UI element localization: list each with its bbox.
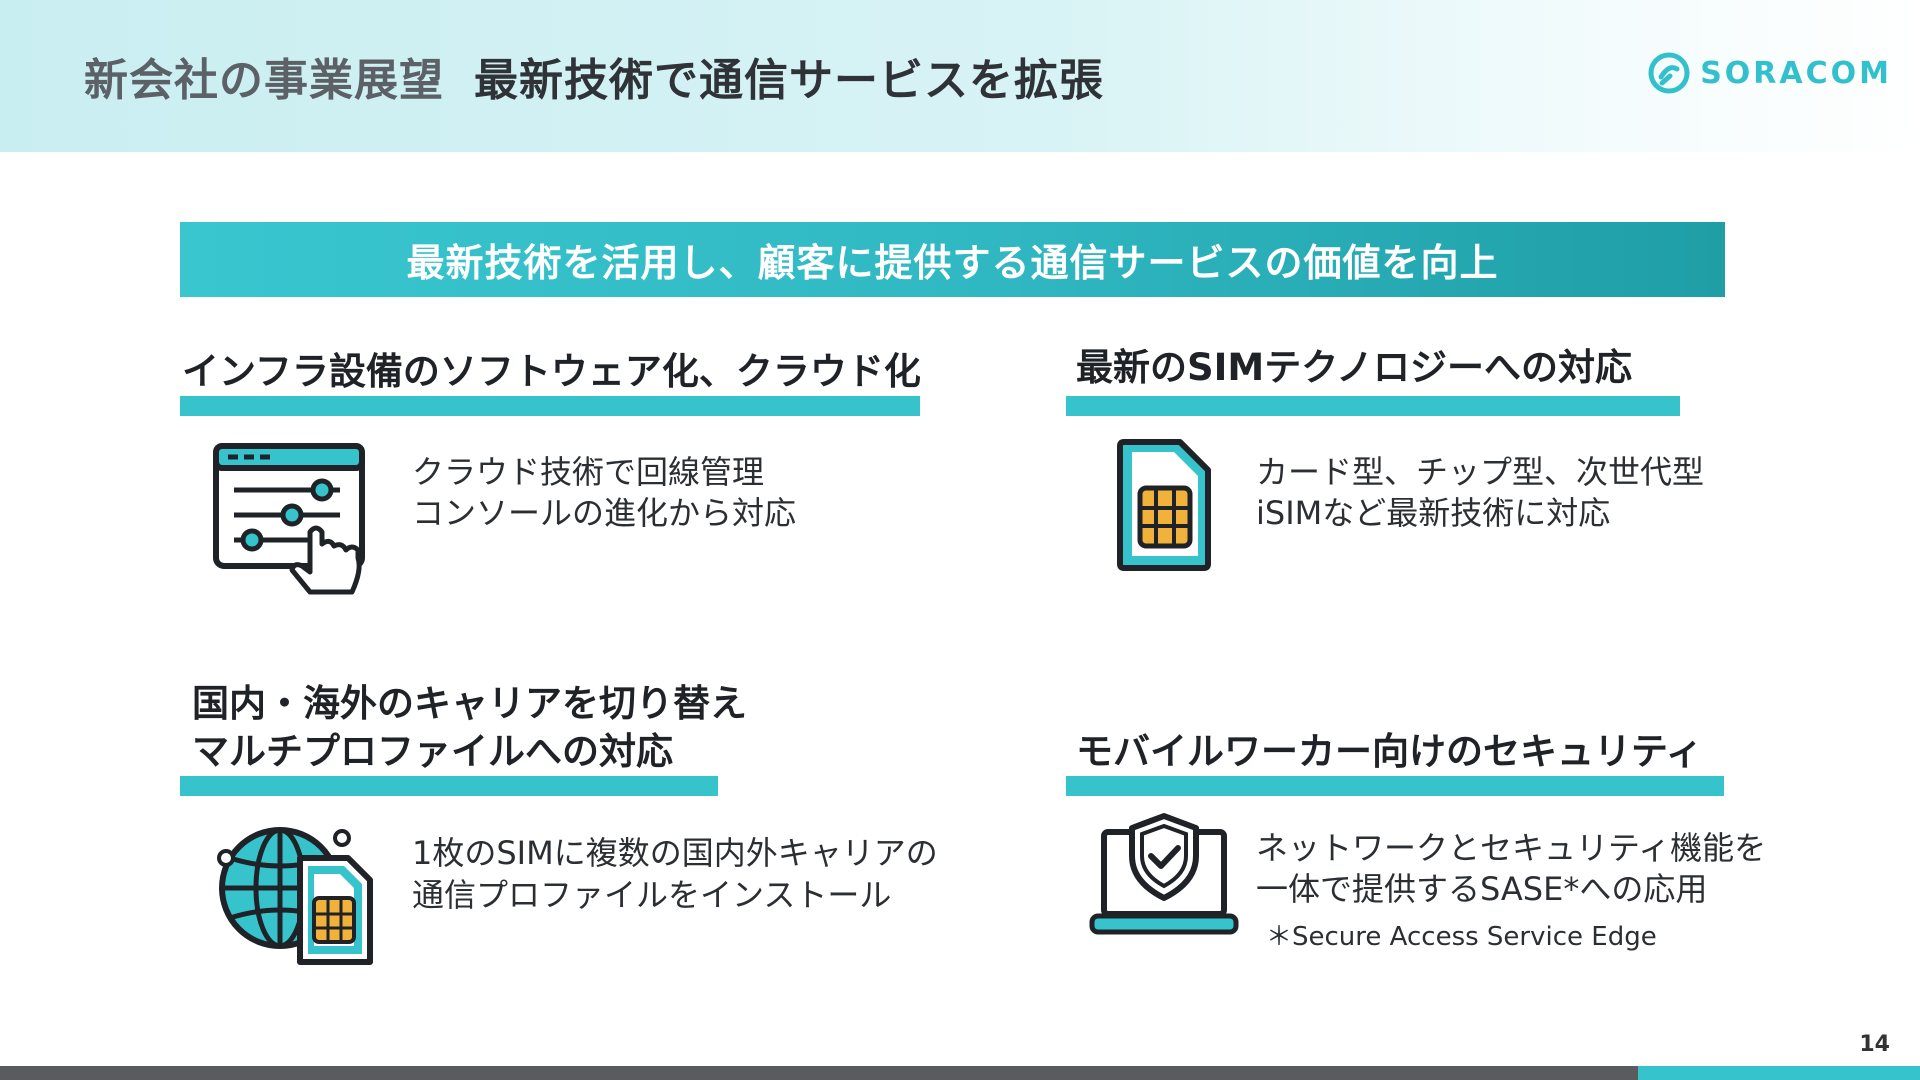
soracom-logo: SORACOM (1648, 52, 1892, 94)
section-cloud-title: インフラ設備のソフトウェア化、クラウド化 (182, 350, 921, 393)
page-title: 新会社の事業展望最新技術で通信サービスを拡張 (84, 44, 1104, 108)
section-sim-title: 最新のSIMテクノロジーへの対応 (1076, 346, 1633, 389)
section-security-desc-line1: ネットワークとセキュリティ機能を (1256, 829, 1767, 867)
header-band: 新会社の事業展望最新技術で通信サービスを拡張 SORACOM (0, 0, 1920, 152)
page-main-title: 最新技術で通信サービスを拡張 (474, 55, 1104, 106)
section-carrier-desc-line2: 通信プロファイルをインストール (412, 876, 892, 914)
section-security-title: モバイルワーカー向けのセキュリティ (1076, 730, 1703, 773)
section-carrier-underline (180, 776, 718, 796)
section-carrier-title-line2: マルチプロファイルへの対応 (192, 730, 673, 773)
section-carrier-desc-line1: 1枚のSIMに複数の国内外キャリアの (412, 834, 938, 872)
headline-banner: 最新技術を活用し、顧客に提供する通信サービスの価値を向上 (180, 222, 1725, 297)
section-cloud-desc-line2: コンソールの進化から対応 (412, 494, 797, 532)
section-security-underline (1066, 776, 1724, 796)
section-sim-desc-line1: カード型、チップ型、次世代型 (1256, 453, 1705, 491)
section-security-desc-line2: 一体で提供するSASE*への応用 (1256, 870, 1708, 908)
section-sim-desc-line2: iSIMなど最新技術に対応 (1256, 494, 1611, 532)
logo-text: SORACOM (1700, 55, 1892, 91)
sase-footnote: ＊Secure Access Service Edge (1266, 922, 1657, 952)
page-number: 14 (1859, 1032, 1890, 1057)
laptop-shield-icon (1089, 813, 1239, 935)
footer-bar (0, 1066, 1638, 1080)
section-cloud-desc-line1: クラウド技術で回線管理 (412, 453, 765, 491)
settings-panel-hand-icon (213, 443, 365, 595)
section-cloud-underline (180, 396, 920, 416)
section-carrier-title-line1: 国内・海外のキャリアを切り替え (192, 682, 747, 725)
soracom-logo-icon (1648, 52, 1690, 94)
page-subtitle: 新会社の事業展望 (84, 55, 444, 106)
section-sim-underline (1066, 396, 1680, 416)
sim-card-icon (1117, 439, 1211, 571)
footer-accent-bar (1638, 1066, 1920, 1080)
globe-sim-icon (217, 827, 373, 965)
